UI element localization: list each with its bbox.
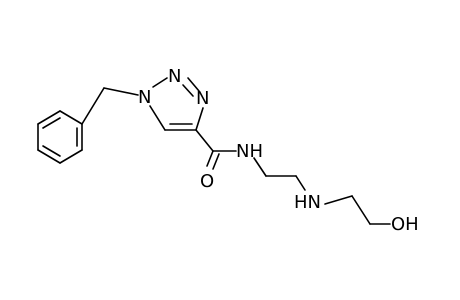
bond-ch2-nh: [295, 175, 306, 191]
bond: [37, 110, 61, 125]
atom-n2: N: [168, 66, 181, 87]
triazole-ring: [149, 77, 204, 131]
bond-nh-ch2: [324, 195, 353, 205]
atom-hydroxyl: OH: [391, 214, 419, 235]
bond-n-ch2: [253, 157, 267, 177]
bond-carbonyl-double: [206, 150, 214, 167]
atom-n3: N: [196, 88, 209, 109]
bond: [149, 105, 166, 131]
atom-amine-nh: HN: [294, 192, 321, 213]
bond: [195, 107, 204, 131]
bond-benzyl: [81, 87, 105, 125]
bond: [152, 77, 168, 88]
bond-double-inner: [42, 117, 61, 129]
bond-carbonyl-double: [212, 153, 220, 170]
atom-amide-nh: NH: [236, 141, 263, 162]
bond: [59, 149, 83, 164]
bond: [59, 110, 83, 125]
benzene-ring: [37, 110, 83, 164]
bond-double-inner: [42, 145, 61, 157]
atom-n1: N: [138, 87, 151, 108]
bond-ch2-ch2: [351, 195, 371, 225]
bond-double-inner: [182, 84, 194, 97]
bond: [187, 77, 200, 92]
bond: [37, 149, 61, 164]
bond-ch2-n1: [103, 87, 139, 96]
bond-ring-carbonyl: [195, 129, 214, 152]
atom-carbonyl-o: O: [200, 171, 214, 192]
